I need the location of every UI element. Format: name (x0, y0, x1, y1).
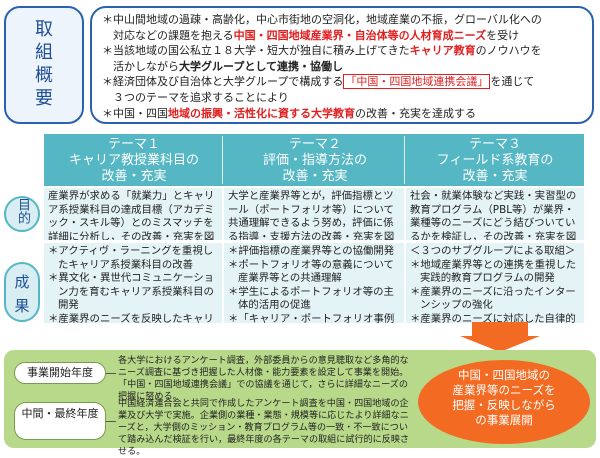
outcome-line-4: の事業展開 (475, 413, 533, 427)
result-item: ＊学生によるポートフォリオ等の主体的活用の促進 (228, 285, 394, 312)
overview-label-char-2: 組 (35, 42, 53, 63)
result-item: ＊ポートフォリオ等の意義について産業界等との共通理解 (228, 258, 394, 285)
result-item: ＊アクティヴ・ラーニングを重視したキャリア系授業科目の改善 (48, 245, 214, 271)
theme-1-title: キャリア教授業科目の (68, 153, 199, 168)
result-item: ＊産業界のニーズに対応した自律的な技術者養成プログラムの実施 (410, 312, 576, 323)
theme-separator (222, 136, 223, 184)
result-item: ＊地域産業界等との連携を重視した実践的教育プログラムの開発 (410, 258, 577, 285)
overview-text-segment: ＊中国・四国 (102, 106, 168, 120)
overview-text-segment: 中国・四国地域産業界・自治体等の人材育成ニーズ (233, 28, 487, 42)
theme-2-subtitle: 改善・充実 (282, 169, 348, 184)
overview-label-char-1: 取 (35, 19, 53, 40)
overview-line: 対応などの課題を抱える中国・四国地域産業界・自治体等の人材育成ニーズを受け (102, 28, 584, 44)
theme-band (44, 134, 584, 186)
results-badge-char-2: 果 (14, 297, 30, 315)
phase-2-connector (106, 421, 116, 422)
result-item: ＊産業界のニーズを反映したキャリア系授業科目の質保証システムの構築 (48, 312, 214, 323)
phase-1-connector (106, 373, 116, 374)
overview-text-segment: 地域の振興・活性化に資する大学教育 (168, 106, 355, 120)
theme-2: テーマ２ 評価・指導方法の 改善・充実 (224, 134, 406, 186)
theme-3: テーマ３ フィールド系教育の 改善・充実 (406, 134, 584, 186)
results-theme-2: ＊評価指標の産業界等との協働開発＊ポートフォリオ等の意義について産業界等との共通… (224, 243, 404, 323)
overview-text-segment: 「中国・四国地域連携会議」 (343, 74, 491, 90)
result-item: ＜３つのサブグループによる取組＞ (410, 245, 576, 257)
overview-content: ＊中山間地域の過疎・高齢化，中心市街地の空洞化，地域産業の不振，グローバル化への… (90, 6, 594, 124)
overview-text-segment: ＊中山間地域の過疎・高齢化，中心市街地の空洞化，地域産業の不振，グローバル化への (102, 13, 542, 26)
overview-text-segment: キャリア教育 (409, 44, 476, 58)
results-theme-1: ＊アクティヴ・ラーニングを重視したキャリア系授業科目の改善＊異文化・異世代コミュ… (44, 243, 222, 323)
results-theme-3: ＜３つのサブグループによる取組＞＊地域産業界等との連携を重視した実践的教育プログ… (406, 243, 584, 323)
purpose-theme-1: 産業界が求める「就業力」とキャリア系授業科目の達成目標（アカデミック・スキル等）… (44, 188, 222, 240)
overview-line: ＊中山間地域の過疎・高齢化，中心市街地の空洞化，地域産業の不振，グローバル化への (102, 12, 584, 28)
outcome-arrow-stem (472, 322, 528, 338)
theme-3-title: フィールド系教育の (436, 153, 554, 168)
overview-line: ＊当該地域の国公私立１８大学・短大が独自に積み上げてきたキャリア教育のノウハウを (102, 43, 584, 59)
outcome-line-2: 産業界等のニーズを (452, 383, 556, 397)
overview-line: ３つのテーマを追求することにより (102, 90, 584, 106)
outcome-arrow-head (460, 336, 540, 352)
overview-label-char-4: 要 (35, 88, 53, 109)
theme-1-number: テーマ１ (107, 137, 160, 152)
overview-text-segment: を通じて (490, 75, 535, 89)
phase-1-description: 各大学におけるアンケート調査，外部委員からの意見聴取など多角的なニーズ調査に基づ… (118, 356, 409, 402)
theme-2-title: 評価・指導方法の (262, 153, 367, 168)
overview-line: ＊経済団体及び自治体と大学グループで構成する「中国・四国地域連携会議」を通じて (102, 74, 584, 90)
phase-2-label-text: 中間・最終年度 (21, 407, 99, 420)
theme-3-subtitle: 改善・充実 (462, 169, 528, 184)
overview-text-segment: ＊経済団体及び自治体と大学グループで構成する (102, 75, 344, 89)
overview-text-segment: 対応などの課題を抱える (102, 28, 234, 42)
overview-text-segment: 活かしながら (102, 59, 179, 73)
phase-1-label: 事業開始年度 (14, 362, 106, 384)
purpose-badge: 目的 (4, 196, 40, 232)
results-badge: 成 果 (4, 262, 40, 322)
result-item: ＊異文化・異世代コミュニケーション力を育むキャリア系授業科目の開発 (48, 272, 215, 312)
outcome-line-1: 中国・四国地域の (458, 368, 550, 382)
theme-1: テーマ１ キャリア教授業科目の 改善・充実 (44, 134, 224, 186)
theme-2-number: テーマ２ (288, 137, 341, 152)
theme-1-subtitle: 改善・充実 (101, 169, 167, 184)
overview-label-box: 取 組 概 要 (4, 6, 84, 124)
overview-text-segment: ＊当該地域の国公私立１８大学・短大が独自に積み上げてきた (102, 44, 410, 58)
overview-text-segment: の改善・充実を達成する (355, 106, 476, 120)
result-item: ＊「キャリア・ポートフォリオ事例集」の作成と活用 (228, 312, 395, 323)
overview-label-char-3: 概 (35, 65, 53, 86)
phase-2-label: 中間・最終年度 (14, 402, 106, 440)
overview-label: 取 組 概 要 (6, 18, 82, 110)
outcome-line-3: 把握・反映しながら (452, 398, 556, 412)
theme-3-number: テーマ３ (468, 137, 521, 152)
result-item: ＊産業界のニーズに沿ったインターンシップの強化 (410, 285, 576, 312)
overview-line: 活かしながら大学グループとして連携・協働し (102, 59, 584, 75)
outcome-ellipse: 中国・四国地域の 産業界等のニーズを 把握・反映しながら の事業展開 (418, 360, 590, 444)
overview-line: ＊中国・四国地域の振興・活性化に資する大学教育の改善・充実を達成する (102, 106, 584, 122)
results-badge-char-1: 成 (14, 273, 30, 291)
purpose-theme-3: 社会・就業体験など実践・実習型の教育プログラム（PBL等）が業界・業種等のニーズ… (406, 188, 584, 240)
purpose-badge-label: 目的 (15, 198, 30, 224)
overview-text-segment: ３つのテーマを追求することにより (102, 90, 289, 104)
overview-text-segment: を受け (486, 28, 520, 42)
theme-separator (404, 136, 405, 184)
overview-text-segment: 大学グループとして連携・協働し (179, 59, 344, 73)
purpose-theme-2: 大学と産業界等とが，評価指標とツール（ポートフォリオ等）について共通理解できるよ… (224, 188, 404, 240)
phase-2-description: 中国経済連合会と共同で作成したアンケート調査を中国・四国地域の企業及び大学で実施… (118, 399, 410, 457)
overview-text-segment: のノウハウを (475, 44, 542, 58)
result-item: ＊評価指標の産業界等との協働開発 (228, 245, 395, 257)
